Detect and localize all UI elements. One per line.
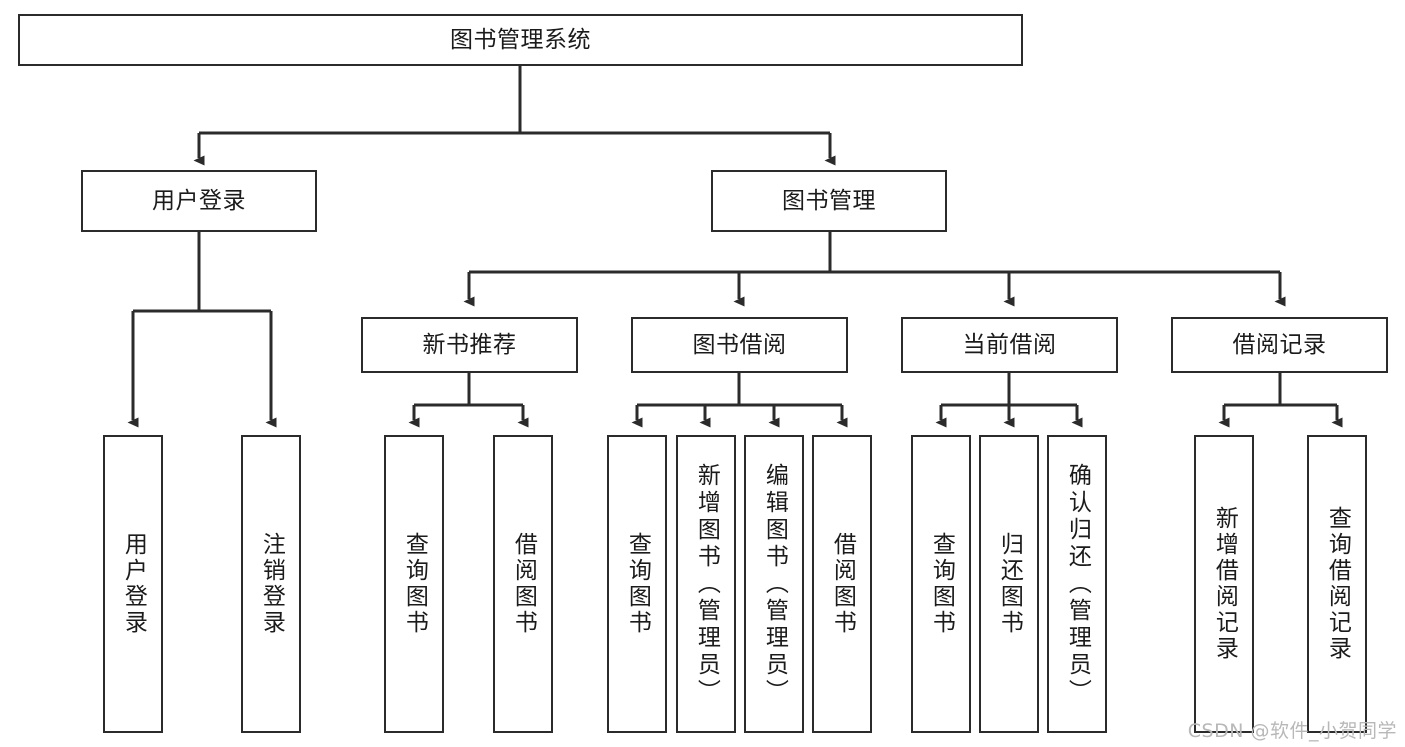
node-leaf-user-logout-label: 注销登录 <box>258 532 285 636</box>
node-leaf-confirm-return-label: 确认归还（管理员） <box>1064 462 1091 706</box>
node-root-label: 图书管理系统 <box>450 26 591 53</box>
node-leaf-query-record-label: 查询借阅记录 <box>1324 506 1351 662</box>
node-leaf-edit-book[interactable]: 编辑图书（管理员） <box>744 435 804 733</box>
node-book-manage[interactable]: 图书管理 <box>711 170 947 232</box>
node-leaf-borrow-book-2[interactable]: 借阅图书 <box>812 435 872 733</box>
node-leaf-add-book[interactable]: 新增图书（管理员） <box>676 435 736 733</box>
node-borrow-record-label: 借阅记录 <box>1232 331 1327 358</box>
node-new-book-rec-label: 新书推荐 <box>422 331 517 358</box>
node-leaf-return-book[interactable]: 归还图书 <box>979 435 1039 733</box>
node-leaf-query-book-3-label: 查询图书 <box>928 532 955 636</box>
node-user-login-label: 用户登录 <box>152 187 246 214</box>
node-leaf-add-book-label: 新增图书（管理员） <box>693 462 720 706</box>
node-user-login[interactable]: 用户登录 <box>81 170 317 232</box>
node-leaf-add-record-label: 新增借阅记录 <box>1211 506 1238 662</box>
node-book-borrow[interactable]: 图书借阅 <box>631 317 848 373</box>
node-current-borrow[interactable]: 当前借阅 <box>901 317 1118 373</box>
node-leaf-query-book-2-label: 查询图书 <box>624 532 651 636</box>
node-root[interactable]: 图书管理系统 <box>18 14 1023 66</box>
user-login-to-leaves-connectors <box>127 232 277 428</box>
node-book-manage-label: 图书管理 <box>782 187 876 214</box>
node-leaf-query-book-1-label: 查询图书 <box>401 532 428 636</box>
node-leaf-query-record[interactable]: 查询借阅记录 <box>1307 435 1367 733</box>
book-borrow-to-leaves-connectors <box>631 373 848 428</box>
current-borrow-to-leaves-connectors <box>935 373 1083 428</box>
node-new-book-rec[interactable]: 新书推荐 <box>361 317 578 373</box>
node-leaf-add-record[interactable]: 新增借阅记录 <box>1194 435 1254 733</box>
node-leaf-query-book-1[interactable]: 查询图书 <box>384 435 444 733</box>
root-to-level2-connectors <box>193 66 836 166</box>
node-leaf-user-login-label: 用户登录 <box>120 532 147 636</box>
node-leaf-borrow-book-2-label: 借阅图书 <box>829 532 856 636</box>
node-leaf-borrow-book-1-label: 借阅图书 <box>510 532 537 636</box>
borrow-record-to-leaves-connectors <box>1218 373 1343 428</box>
node-leaf-user-login[interactable]: 用户登录 <box>103 435 163 733</box>
node-leaf-query-book-3[interactable]: 查询图书 <box>911 435 971 733</box>
node-book-borrow-label: 图书借阅 <box>692 331 787 358</box>
node-leaf-return-book-label: 归还图书 <box>996 532 1023 636</box>
node-leaf-borrow-book-1[interactable]: 借阅图书 <box>493 435 553 733</box>
book-manage-to-level3-connectors <box>463 232 1286 307</box>
node-leaf-user-logout[interactable]: 注销登录 <box>241 435 301 733</box>
node-leaf-edit-book-label: 编辑图书（管理员） <box>761 462 788 706</box>
node-leaf-confirm-return[interactable]: 确认归还（管理员） <box>1047 435 1107 733</box>
node-leaf-query-book-2[interactable]: 查询图书 <box>607 435 667 733</box>
node-borrow-record[interactable]: 借阅记录 <box>1171 317 1388 373</box>
new-book-rec-to-leaves-connectors <box>408 373 529 428</box>
node-current-borrow-label: 当前借阅 <box>962 331 1057 358</box>
